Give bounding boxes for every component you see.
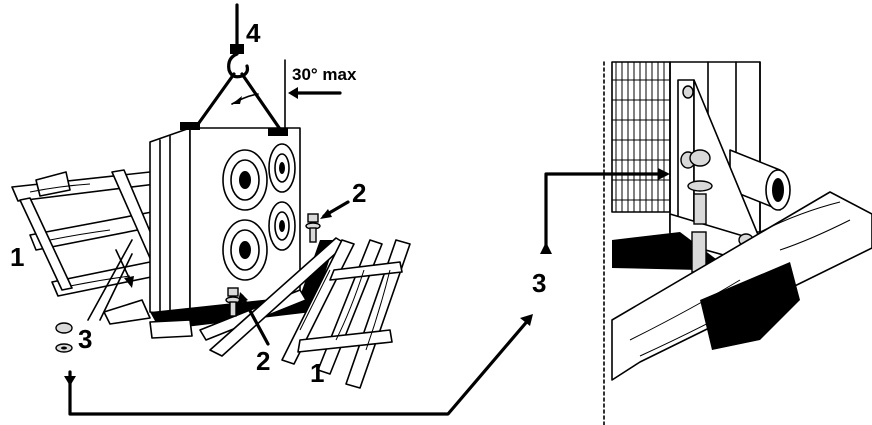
callout-detail: 3: [532, 268, 546, 298]
callout-hook: 4: [246, 18, 261, 48]
crane-hook-icon: [227, 44, 250, 79]
bolts-bottom-pointer: [240, 294, 270, 346]
fan-grille-icon: [222, 149, 268, 211]
detail-connector-tail: [540, 242, 552, 254]
hardware-pointer-a: [87, 239, 133, 321]
hardware-arrow-head: [124, 276, 134, 288]
bolts-top-pointer-head: [320, 209, 332, 219]
nut-icon: [689, 149, 711, 167]
bolt-icon: [693, 193, 707, 225]
detail-connector: [544, 172, 664, 252]
callout-pallet-right: 1: [310, 358, 324, 388]
pallet-left: [11, 169, 161, 297]
callout-hardware: 3: [78, 324, 92, 354]
angle-arrowhead: [232, 96, 242, 104]
connector-arrowhead: [520, 314, 533, 326]
grille-icon: [611, 61, 671, 213]
callout-angle: 30° max: [292, 65, 357, 84]
pipe-icon: [729, 149, 791, 211]
hardware-pointer-b: [99, 253, 133, 321]
angle-pointer-head: [288, 87, 298, 99]
sling-right: [240, 72, 284, 134]
callout-bolts-bottom: 2: [256, 346, 270, 376]
bolt-hardware-icon: [225, 213, 321, 317]
condensing-unit: [103, 122, 347, 357]
fan-grille-icon: [268, 201, 296, 251]
fan-grille-icon: [268, 143, 296, 193]
callout-bolts-top: 2: [352, 178, 366, 208]
fan-grille-icon: [222, 219, 268, 281]
pallet-right: [281, 239, 411, 389]
wood-beam: [611, 191, 872, 381]
connector-start: [64, 376, 76, 386]
callout-pallet-left: 1: [10, 242, 24, 272]
lifting-lug-right: [268, 128, 288, 136]
sling-left: [194, 72, 236, 129]
lifting-lug-left: [180, 122, 200, 130]
mounting-detail: [603, 61, 872, 425]
nut-washer-icon: [55, 322, 73, 353]
connector-line: [68, 316, 532, 416]
washer-icon: [687, 180, 713, 192]
lifting-assembly: [194, 3, 342, 136]
